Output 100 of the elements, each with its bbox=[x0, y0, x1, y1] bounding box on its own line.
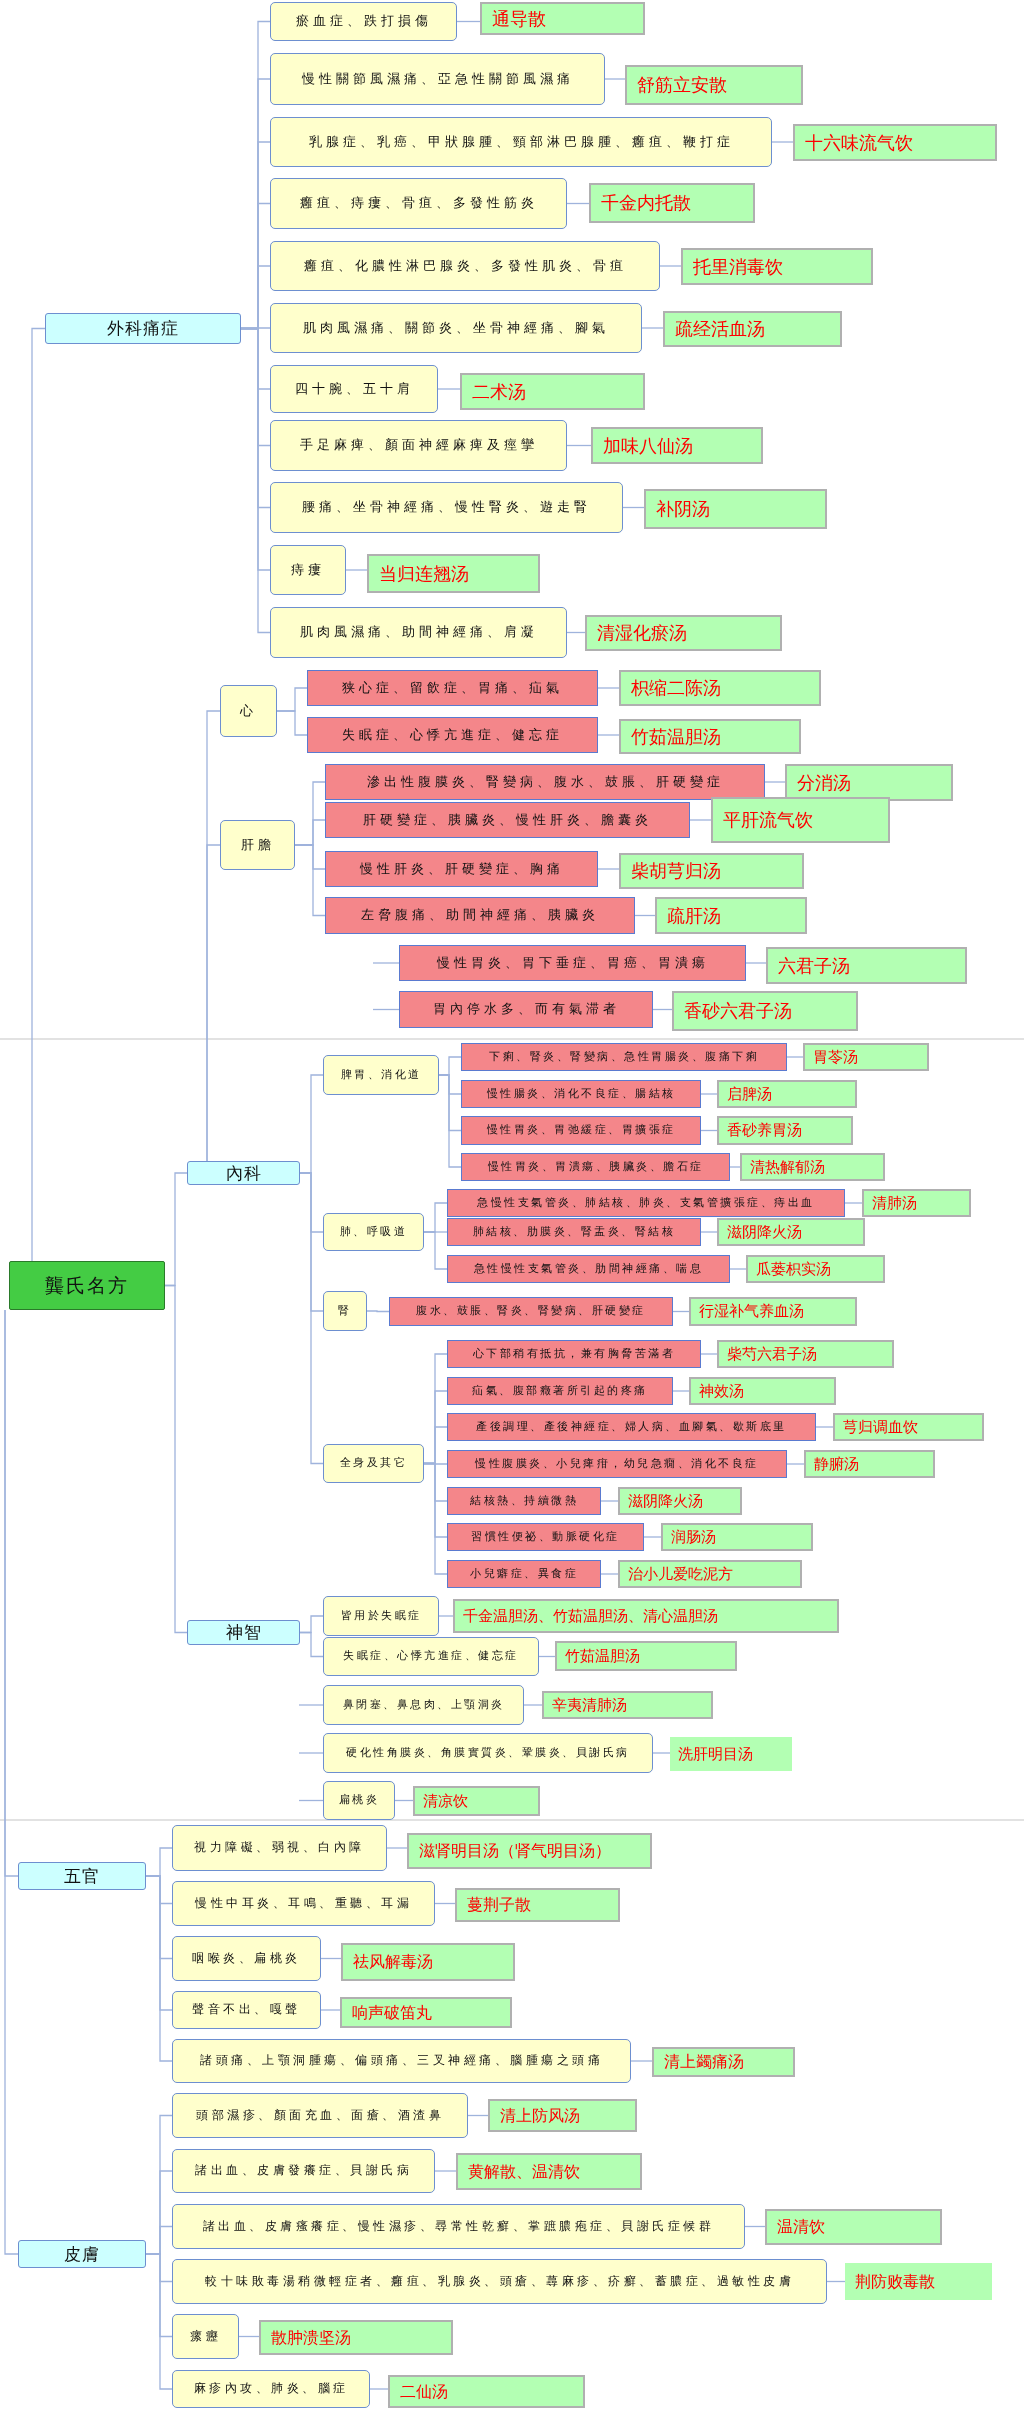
symptom-box: 失眠症、心悸亢進症、健忘症 bbox=[323, 1637, 539, 1676]
symptom-box: 胃內停水多、而有氣滞者 bbox=[399, 991, 653, 1028]
symptom-box: 扁桃炎 bbox=[323, 1781, 395, 1820]
connector-line bbox=[700, 1093, 718, 1095]
formula-box: 千金内托散 bbox=[589, 183, 755, 223]
symptom-box: 慢性胃炎、胃下垂症、胃癌、胃潰瘍 bbox=[399, 945, 746, 981]
formula-box: 行湿补气养血汤 bbox=[689, 1297, 857, 1326]
symptom-box: 肝硬變症、胰臟炎、慢性肝炎、膽囊炎 bbox=[325, 802, 690, 838]
connector-line bbox=[437, 388, 461, 390]
symptom-box: 癰疽、痔瘻、骨疽、多發性筋炎 bbox=[270, 178, 567, 229]
root-box: 龔氏名方 bbox=[9, 1261, 165, 1310]
connector-line bbox=[764, 781, 786, 783]
symptom-box: 小兒癖症、異食症 bbox=[447, 1560, 601, 1588]
category-box: 皮膚 bbox=[18, 2240, 146, 2268]
connector-line bbox=[299, 1172, 324, 1465]
category-box: 內科 bbox=[187, 1161, 300, 1185]
connector-line bbox=[600, 1573, 619, 1575]
symptom-box: 慢性腹膜炎、小兒痺疳，幼兒急癇、消化不良症 bbox=[447, 1450, 787, 1478]
connector-line bbox=[597, 734, 620, 736]
connector-line bbox=[238, 2335, 260, 2338]
symptom-box: 慢性肝炎、肝硬變症、胸痛 bbox=[325, 851, 598, 887]
connector-line bbox=[523, 1704, 543, 1706]
connector-line bbox=[456, 20, 481, 23]
symptom-box: 四十腕、五十肩 bbox=[270, 365, 438, 413]
connector-line bbox=[423, 1231, 448, 1270]
connector-line bbox=[672, 1390, 690, 1392]
formula-box: 芎归调血饮 bbox=[833, 1413, 984, 1441]
symptom-box: 肌肉風濕痛、關節炎、坐骨神經痛、腳氣 bbox=[270, 303, 642, 353]
symptom-box: 皆用於失眠症 bbox=[323, 1596, 439, 1636]
symptom-box: 硬化性角膜炎、角膜實質炎、鞏膜炎、貝謝氏病 bbox=[323, 1733, 653, 1773]
symptom-box: 慢性中耳炎、耳鳴、重聽、耳漏 bbox=[172, 1881, 435, 1926]
symptom-box: 慢性關節風濕痛、亞急性關節風濕痛 bbox=[270, 53, 605, 105]
formula-box: 香砂养胃汤 bbox=[717, 1116, 853, 1145]
connector-line bbox=[345, 569, 368, 571]
symptom-box: 心下部稍有抵抗，兼有胸脅苦滿者 bbox=[447, 1340, 701, 1368]
connector-line bbox=[604, 78, 626, 80]
symptom-box: 諸出血、皮膚發癢症、貝謝氏病 bbox=[172, 2149, 435, 2193]
formula-box: 平肝流气饮 bbox=[711, 797, 890, 843]
connector-line bbox=[164, 1284, 188, 1634]
connector-line bbox=[745, 962, 767, 964]
formula-box: 胃苓汤 bbox=[803, 1043, 929, 1071]
formula-box: 加味八仙汤 bbox=[591, 427, 763, 464]
formula-box: 疏肝汤 bbox=[655, 897, 807, 934]
symptom-box: 肌肉風濕痛、助間神經痛、肩凝 bbox=[270, 607, 567, 658]
connector-line bbox=[641, 327, 664, 329]
formula-box: 滋阴降火汤 bbox=[618, 1487, 742, 1515]
connector-line bbox=[31, 327, 46, 1262]
connector-line bbox=[786, 1463, 805, 1465]
connector-line bbox=[729, 1268, 747, 1270]
category-box: 神智 bbox=[187, 1620, 300, 1645]
connector-line bbox=[652, 1008, 673, 1011]
formula-box: 黄解散、温清饮 bbox=[456, 2153, 642, 2190]
symptom-box: 肺、呼吸道 bbox=[323, 1213, 424, 1251]
symptom-box: 疝氣、腹部癥著所引起的疼痛 bbox=[447, 1377, 673, 1405]
formula-box: 柴胡芎归汤 bbox=[619, 853, 804, 889]
symptom-box: 癰疽、化膿性淋巴腺炎、多發性肌炎、骨疽 bbox=[270, 241, 660, 291]
symptom-box: 慢性胃炎、胃潰瘍、胰臟炎、膽石症 bbox=[461, 1153, 730, 1181]
formula-box: 蔓荆子散 bbox=[455, 1888, 620, 1922]
formula-box: 枳缩二陈汤 bbox=[619, 670, 821, 706]
formula-box: 滋肾明目汤（肾气明目汤） bbox=[407, 1833, 652, 1869]
formula-box: 竹茹温胆汤 bbox=[619, 719, 801, 754]
formula-box: 祛风解毒汤 bbox=[341, 1943, 515, 1981]
connector-line bbox=[744, 2225, 766, 2228]
formula-box: 通导散 bbox=[480, 2, 645, 35]
symptom-box: 左脅腹痛、助間神經痛、胰臟炎 bbox=[325, 897, 635, 934]
connector-line bbox=[643, 1536, 662, 1538]
formula-box: 润肠汤 bbox=[661, 1523, 813, 1551]
connector-line bbox=[438, 1615, 454, 1617]
formula-box: 舒筋立安散 bbox=[625, 65, 803, 105]
connector-line bbox=[815, 1426, 834, 1428]
formula-box: 十六味流气饮 bbox=[793, 124, 997, 161]
connector-line bbox=[369, 2388, 389, 2390]
connector-line bbox=[689, 819, 712, 821]
connector-line bbox=[299, 1631, 324, 1658]
symptom-box: 滲出性腹膜炎、腎變病、腹水、鼓脹、肝硬變症 bbox=[325, 764, 765, 800]
connector-line bbox=[276, 710, 308, 736]
connector-line bbox=[372, 962, 400, 964]
symptom-box: 乳腺症、乳癌、甲狀腺腫、頸部淋巴腺腫、癰疽、鞭打症 bbox=[270, 117, 772, 167]
connector-line bbox=[467, 2114, 489, 2117]
formula-box: 滋阴降火汤 bbox=[717, 1218, 865, 1246]
formula-box: 二仙汤 bbox=[388, 2375, 585, 2408]
connector-line bbox=[298, 1704, 324, 1706]
connector-line bbox=[700, 1353, 718, 1355]
symptom-box: 肺結核、肋膜炎、腎盂炎、腎結核 bbox=[447, 1218, 701, 1246]
connector-line bbox=[366, 1310, 390, 1313]
formula-box: 神效汤 bbox=[689, 1377, 836, 1405]
formula-box: 清上蠲痛汤 bbox=[652, 2047, 795, 2077]
symptom-box: 較十味敗毒湯稍微輕症者、癰疽、乳腺炎、頭瘡、蕁麻疹、疥癬、蓄膿症、過敏性皮膚 bbox=[172, 2259, 827, 2304]
formula-box: 清湿化瘀汤 bbox=[585, 615, 782, 651]
connector-line bbox=[240, 327, 271, 634]
formula-box: 补阴汤 bbox=[644, 489, 827, 529]
connector-line bbox=[729, 1166, 741, 1168]
formula-box: 清上防风汤 bbox=[488, 2099, 637, 2132]
symptom-box: 習慣性便祕、動脈硬化症 bbox=[447, 1523, 644, 1551]
formula-box: 清凉饮 bbox=[413, 1786, 540, 1816]
connector-line bbox=[294, 844, 326, 917]
formula-box: 千金温胆汤、竹茹温胆汤、清心温胆汤 bbox=[453, 1599, 839, 1633]
symptom-box: 結核熱、持續微熱 bbox=[447, 1487, 601, 1515]
formula-box: 响声破笛丸 bbox=[340, 1997, 512, 2028]
connector-line bbox=[844, 1202, 863, 1204]
